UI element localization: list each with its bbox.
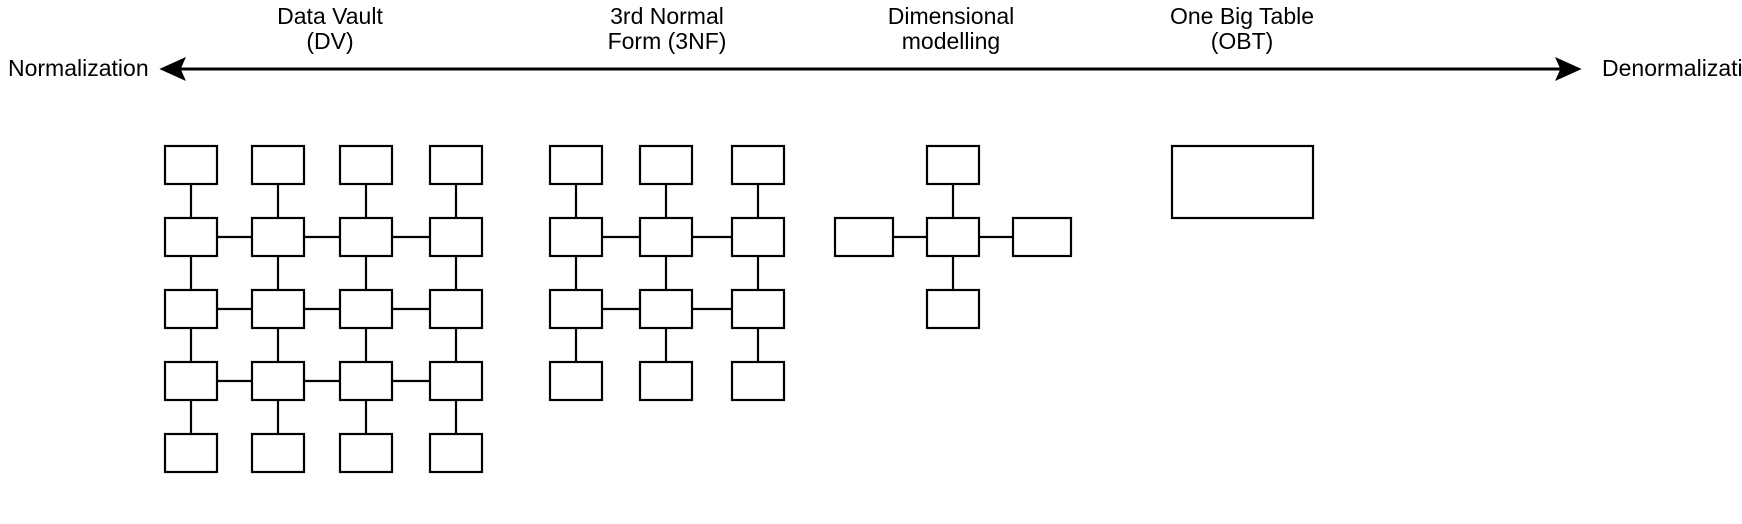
axis-label-normalization: Normalization	[8, 55, 149, 81]
schema-table-box	[548, 216, 604, 258]
schema-table-box	[428, 216, 484, 258]
schema-table-box	[163, 288, 219, 330]
schema-fact-box	[925, 216, 981, 258]
arrow-head-right-icon	[1555, 57, 1582, 81]
schema-table-box	[548, 360, 604, 402]
stage-label-data-vault: Data Vault (DV)	[277, 3, 383, 54]
schema-table-box	[163, 360, 219, 402]
schema-table-box	[163, 432, 219, 474]
schema-table-box	[338, 432, 394, 474]
arrow-head-left-icon	[159, 57, 186, 81]
schema-table-box	[548, 288, 604, 330]
schema-table-box	[338, 216, 394, 258]
schema-dimension-box	[925, 144, 981, 186]
schema-table-box	[338, 144, 394, 186]
schema-table-box	[638, 144, 694, 186]
schema-table-box	[730, 360, 786, 402]
schema-3nf	[548, 144, 786, 402]
schema-table-box	[250, 216, 306, 258]
schema-table-box	[730, 144, 786, 186]
schema-dimension-box	[1011, 216, 1073, 258]
stage-label-3nf: 3rd Normal Form (3NF)	[607, 3, 727, 54]
schema-table-box	[250, 144, 306, 186]
schema-table-box	[250, 360, 306, 402]
stage-label-one-big-table: One Big Table (OBT)	[1169, 3, 1315, 54]
schema-data-vault	[163, 144, 484, 474]
schema-dimension-box	[925, 288, 981, 330]
schema-one-big-table	[1170, 144, 1315, 220]
schema-table-box	[428, 432, 484, 474]
schema-table-box	[428, 288, 484, 330]
schema-table-box	[250, 432, 306, 474]
schema-dimension-box	[833, 216, 895, 258]
schema-table-box	[428, 360, 484, 402]
schema-table-box	[338, 360, 394, 402]
schema-table-box	[638, 360, 694, 402]
schema-table-box	[428, 144, 484, 186]
axis-label-denormalization: Denormalization	[1602, 55, 1742, 81]
schema-table-box	[730, 288, 786, 330]
schema-table-box	[163, 216, 219, 258]
schema-one-big-table-box	[1170, 144, 1315, 220]
normalization-axis-arrow	[159, 57, 1582, 81]
schema-table-box	[638, 216, 694, 258]
schema-table-box	[730, 216, 786, 258]
schema-table-box	[548, 144, 604, 186]
schema-table-box	[338, 288, 394, 330]
schema-table-box	[250, 288, 306, 330]
stage-label-dimensional-modelling: Dimensional modelling	[887, 3, 1015, 54]
schema-dimensional-modelling	[833, 144, 1073, 330]
schema-table-box	[638, 288, 694, 330]
schema-table-box	[163, 144, 219, 186]
